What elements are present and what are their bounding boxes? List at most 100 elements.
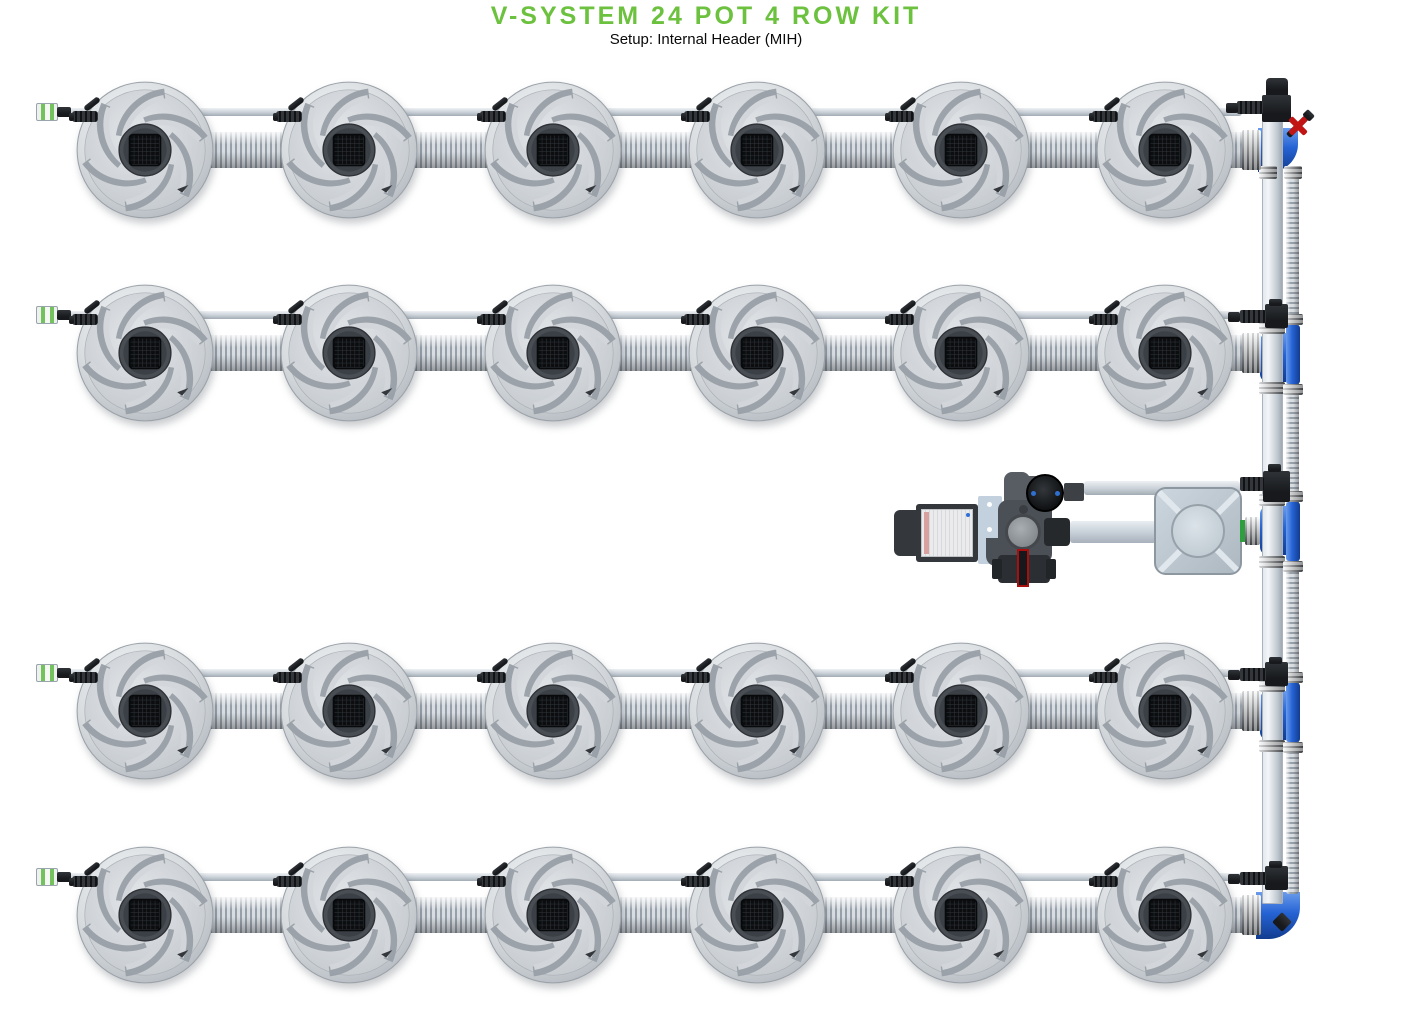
row-drip-line bbox=[52, 873, 1242, 881]
pot-drip-fitting bbox=[1089, 657, 1123, 686]
fitting-tip bbox=[681, 316, 686, 324]
fitting-body bbox=[480, 314, 506, 325]
pot-drip-fitting bbox=[477, 96, 511, 125]
fitting-tip bbox=[1089, 113, 1094, 121]
fitting-body bbox=[72, 314, 98, 325]
tank-outlet-coupler bbox=[1245, 517, 1260, 545]
row3-drip-tee-stub bbox=[1269, 657, 1282, 664]
pot-drip-fitting bbox=[681, 96, 715, 125]
fitting-body bbox=[1092, 672, 1118, 683]
fitting-body bbox=[888, 876, 914, 887]
pot-drip-fitting bbox=[681, 657, 715, 686]
row-header-coupler bbox=[1242, 333, 1261, 373]
page-subtitle: Setup: Internal Header (MIH) bbox=[609, 31, 803, 48]
lid-screw-left bbox=[1031, 491, 1036, 496]
pot-drip-fitting bbox=[477, 299, 511, 328]
row3-drip-tee bbox=[1265, 662, 1288, 686]
pot bbox=[483, 283, 623, 423]
fitting-tip bbox=[69, 878, 74, 886]
pump-supply-tee bbox=[1263, 471, 1290, 502]
pump-reservoir-pipe bbox=[1070, 521, 1156, 543]
plate-screw bbox=[987, 502, 992, 507]
pot bbox=[483, 80, 623, 220]
fitting-tip bbox=[69, 674, 74, 682]
row4-drip-tee-arm bbox=[1240, 872, 1266, 885]
fitting-tip bbox=[477, 674, 482, 682]
fitting-tip bbox=[681, 674, 686, 682]
drip-line-end-cap bbox=[36, 664, 58, 682]
fitting-body bbox=[888, 314, 914, 325]
pot bbox=[75, 283, 215, 423]
fitting-body bbox=[684, 111, 710, 122]
pump-motor-block bbox=[894, 510, 918, 556]
fitting-tip bbox=[1089, 674, 1094, 682]
end-cap-connector bbox=[57, 872, 71, 882]
lid-screw-right bbox=[1055, 491, 1060, 496]
pot-drip-fitting bbox=[885, 861, 919, 890]
page-title: V-SYSTEM 24 POT 4 ROW KIT bbox=[490, 2, 922, 30]
drip-line-end-cap bbox=[36, 306, 58, 324]
pot bbox=[687, 845, 827, 985]
fitting-body bbox=[276, 876, 302, 887]
fitting-body bbox=[480, 876, 506, 887]
feed-ring-bottom bbox=[1259, 382, 1285, 394]
union-cap-top bbox=[1283, 314, 1303, 325]
fitting-tip bbox=[273, 316, 278, 324]
pot bbox=[891, 80, 1031, 220]
fitting-tip bbox=[477, 878, 482, 886]
pot-drip-fitting bbox=[1089, 96, 1123, 125]
fitting-tip bbox=[477, 316, 482, 324]
fitting-tip bbox=[885, 316, 890, 324]
tank-green-band bbox=[1240, 520, 1245, 542]
pump-supply-tee-arm bbox=[1240, 477, 1264, 491]
lid-outlet-coupler bbox=[1064, 483, 1084, 501]
row-drip-line bbox=[52, 311, 1242, 319]
pot bbox=[279, 641, 419, 781]
pot-drip-fitting bbox=[273, 96, 307, 125]
pot bbox=[1095, 641, 1235, 781]
fitting-body bbox=[888, 111, 914, 122]
fitting-body bbox=[1092, 876, 1118, 887]
row4-drip-tee bbox=[1265, 866, 1288, 890]
pot bbox=[75, 80, 215, 220]
pump-label bbox=[921, 509, 973, 557]
fitting-tip bbox=[1089, 878, 1094, 886]
pot bbox=[687, 283, 827, 423]
drain-lug-left bbox=[992, 559, 1002, 579]
end-cap-connector bbox=[57, 107, 71, 117]
row2-arm-end bbox=[1228, 312, 1240, 322]
row3-arm-end bbox=[1228, 670, 1240, 680]
pot bbox=[687, 641, 827, 781]
pump-knob bbox=[1005, 514, 1041, 550]
pot-drip-fitting bbox=[69, 861, 103, 890]
row2-drip-tee bbox=[1265, 304, 1288, 328]
row3-drip-tee-arm bbox=[1240, 668, 1266, 681]
row2-drip-tee-arm bbox=[1240, 310, 1266, 323]
fitting-body bbox=[684, 672, 710, 683]
pot-drip-fitting bbox=[1089, 299, 1123, 328]
drip-line-end-cap bbox=[36, 103, 58, 121]
pot-drip-fitting bbox=[477, 861, 511, 890]
pot-drip-fitting bbox=[69, 299, 103, 328]
end-cap-connector bbox=[57, 668, 71, 678]
row-drip-line bbox=[52, 669, 1242, 677]
feed-pipe-ring bbox=[1259, 166, 1277, 179]
fitting-body bbox=[72, 111, 98, 122]
row-drip-line bbox=[52, 108, 1242, 116]
pot bbox=[483, 641, 623, 781]
union-cap-top bbox=[1283, 672, 1303, 683]
pot bbox=[891, 283, 1031, 423]
union-cap-bottom bbox=[1283, 384, 1303, 395]
pot bbox=[891, 641, 1031, 781]
mid-return-union bbox=[1286, 502, 1300, 561]
pot-drip-fitting bbox=[273, 861, 307, 890]
row-header-coupler bbox=[1242, 130, 1261, 170]
pump-supply-tee-stub bbox=[1268, 464, 1281, 472]
row4-arm-end bbox=[1228, 874, 1240, 884]
pump-filter-lid bbox=[1026, 474, 1064, 512]
fitting-body bbox=[72, 672, 98, 683]
pot bbox=[279, 80, 419, 220]
reservoir-tank bbox=[1154, 487, 1242, 575]
